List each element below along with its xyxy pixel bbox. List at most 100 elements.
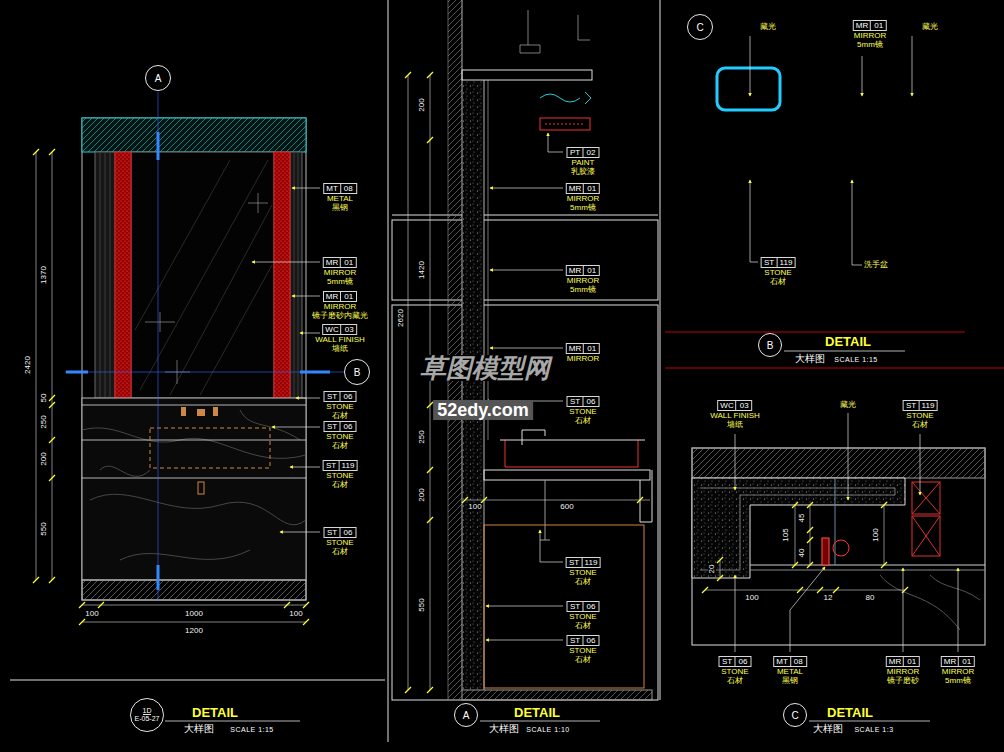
tag-box: WC03: [717, 400, 752, 411]
leader-line: [292, 188, 320, 189]
section-letter: C: [791, 710, 798, 721]
tag-box: ST119: [323, 460, 358, 471]
dimension-tick: [303, 619, 309, 625]
title-chinese: 大样图: [795, 354, 825, 364]
dimension-line: [810, 505, 811, 565]
dimension-tick: [717, 575, 723, 581]
material-code: ST: [568, 602, 583, 611]
material-code: ST: [762, 258, 777, 267]
section-letter: 1D: [143, 707, 152, 716]
section-mark: A: [454, 703, 478, 727]
material-name: MIRROR: [323, 302, 357, 311]
dimension-line: [430, 75, 431, 690]
dimension-tick: [49, 437, 55, 443]
section-mark: C: [687, 14, 713, 40]
leader-line: [486, 606, 563, 607]
note-text: 洗手盆: [863, 261, 889, 269]
material-tag: MR01MIRROR5mm镜: [323, 257, 357, 286]
dimension-text: 100: [288, 610, 303, 618]
tag-box: MT08: [323, 183, 357, 194]
dimension-text: 50: [40, 393, 48, 404]
dimension-line: [52, 152, 53, 580]
dimension-text: 80: [865, 594, 876, 602]
material-code: MR: [887, 657, 903, 666]
material-tag: ST06STONE石材: [324, 391, 357, 420]
tag-box: ST119: [761, 257, 796, 268]
material-number: 06: [583, 602, 599, 611]
material-tag: ST06STONE石材: [567, 601, 600, 630]
dimension-tick: [98, 602, 104, 608]
tag-box: ST06: [324, 527, 357, 538]
title-chinese: 大样图: [184, 724, 214, 734]
mark-content: B: [354, 367, 361, 378]
leader-line: [490, 270, 563, 271]
dimension-text: 40: [798, 548, 806, 559]
material-name: MIRROR: [886, 667, 920, 676]
material-name: MIRROR: [566, 276, 600, 285]
dimension-text: 1370: [40, 265, 48, 285]
material-name: 乳胶漆: [570, 167, 596, 176]
dimension-text: 1200: [184, 627, 204, 635]
section-letter: C: [696, 22, 703, 33]
leader-line: [920, 434, 921, 495]
leader-line: [290, 467, 320, 468]
tag-box: MR01: [566, 265, 600, 276]
tag-box: MR01: [886, 656, 920, 667]
leader-line: [490, 188, 563, 189]
dimension-tick: [881, 562, 887, 568]
material-name: WALL FINISH: [709, 411, 761, 420]
dimension-tick: [427, 467, 433, 473]
dimension-text: 200: [418, 487, 426, 502]
material-code: WC: [718, 401, 735, 410]
material-name: MIRROR: [941, 667, 975, 676]
leader-line: [300, 333, 320, 334]
material-name: 石材: [769, 277, 787, 286]
leader-line: [280, 532, 320, 533]
leader-line: [862, 56, 863, 96]
dimension-text: 20: [708, 564, 716, 575]
material-code: ST: [568, 636, 583, 645]
dimension-line: [884, 505, 885, 565]
material-code: ST: [325, 392, 340, 401]
mark-content: B: [767, 340, 774, 351]
material-code: MR: [854, 21, 870, 30]
material-tag: ST119STONE石材: [761, 257, 796, 286]
dimension-tick: [807, 562, 813, 568]
material-code: ST: [325, 528, 340, 537]
leader-line: [958, 568, 959, 652]
material-tag: WC03WALL FINISH墙纸: [314, 324, 366, 353]
leader-line: [912, 36, 913, 96]
scale-note: SCALE 1:15: [230, 726, 274, 733]
material-name: 石材: [574, 655, 592, 664]
material-code: MT: [324, 184, 340, 193]
material-tag: MR01MIRROR5mm镜: [566, 265, 600, 294]
material-code: MR: [942, 657, 958, 666]
material-name: 墙纸: [726, 420, 744, 429]
material-name: STONE: [568, 612, 597, 621]
material-name: 5mm镜: [326, 277, 354, 286]
detail-b-sketch: [717, 68, 780, 110]
detail-title: DETAIL: [825, 335, 871, 348]
vanity-section: [448, 0, 652, 700]
dimension-tick: [807, 502, 813, 508]
material-tag: MR01MIRROR镜子磨砂内藏光: [311, 291, 369, 320]
leader-line: [292, 296, 320, 297]
material-name: PAINT: [571, 158, 596, 167]
dimension-text: 2420: [24, 355, 32, 375]
leader-line: [252, 262, 320, 263]
dimension-tick: [427, 72, 433, 78]
material-name: STONE: [325, 538, 354, 547]
dimension-text: 100: [84, 610, 99, 618]
material-code: ST: [324, 461, 339, 470]
dimension-text: 45: [798, 513, 806, 524]
material-name: MIRROR: [323, 268, 357, 277]
section-letter: B: [354, 367, 361, 378]
material-code: ST: [720, 657, 735, 666]
material-tag: MT08METAL黑钢: [773, 656, 807, 685]
material-name: 镜子磨砂内藏光: [311, 311, 369, 320]
mark-content: A: [463, 710, 470, 721]
material-code: ST: [904, 401, 919, 410]
material-name: 石材: [574, 621, 592, 630]
tag-box: PT02: [567, 147, 600, 158]
